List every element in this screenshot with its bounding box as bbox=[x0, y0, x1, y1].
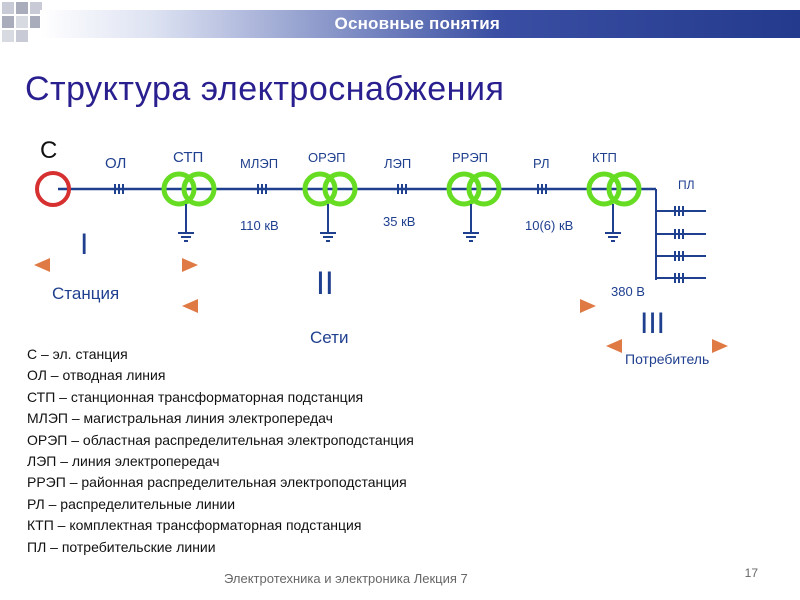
zone-station-number: I bbox=[80, 228, 88, 261]
power-supply-diagram: С ОЛ СТП МЛЭП ОРЭП ЛЭП РРЭП РЛ КТП ПЛ 11… bbox=[34, 137, 728, 367]
transformer-orep bbox=[302, 171, 358, 207]
ground-orep bbox=[320, 204, 336, 242]
label-rrep: РРЭП bbox=[452, 150, 488, 165]
arrow-station bbox=[34, 258, 198, 272]
label-ol: ОЛ bbox=[105, 155, 126, 172]
abbreviation-legend: С – эл. станция ОЛ – отводная линия СТП … bbox=[27, 344, 414, 558]
label-station: С bbox=[40, 137, 57, 164]
zone-consumer-number: III bbox=[640, 307, 665, 340]
label-stp: СТП bbox=[173, 149, 203, 166]
ground-stp bbox=[178, 204, 194, 242]
station-circle bbox=[35, 171, 71, 207]
zone-networks-label: Сети bbox=[310, 328, 348, 347]
page-number: 17 bbox=[744, 566, 758, 580]
label-rl: РЛ bbox=[533, 156, 549, 171]
footer-course-title: Электротехника и электроника Лекция 7 bbox=[224, 571, 468, 586]
label-orep: ОРЭП bbox=[308, 150, 345, 165]
label-ktp: КТП bbox=[592, 150, 617, 165]
legend-item: СТП – станционная трансформаторная подст… bbox=[27, 388, 364, 405]
header-bar bbox=[40, 10, 800, 38]
legend-item: ЛЭП – линия электропередач bbox=[27, 453, 220, 470]
ground-ktp bbox=[605, 204, 621, 242]
slide-title: Структура электроснабжения bbox=[25, 70, 505, 108]
arrow-networks bbox=[182, 299, 596, 313]
legend-item: РРЭП – районная распределительная электр… bbox=[27, 474, 407, 491]
transformer-ktp bbox=[586, 171, 642, 207]
legend-item: РЛ – распределительные линии bbox=[27, 495, 236, 512]
label-mlep: МЛЭП bbox=[240, 156, 278, 171]
zone-networks-number: II bbox=[316, 265, 334, 301]
legend-item: ОРЭП – областная распределительная элект… bbox=[27, 431, 414, 448]
voltage-35: 35 кВ bbox=[383, 214, 415, 229]
legend-item: КТП – комплектная трансформаторная подст… bbox=[27, 517, 362, 534]
legend-item: ОЛ – отводная линия bbox=[27, 367, 166, 384]
line-hash-marks bbox=[114, 184, 547, 194]
consumer-lines bbox=[655, 189, 706, 283]
legend-item: ПЛ – потребительские линии bbox=[27, 538, 216, 555]
ground-rrep bbox=[463, 204, 479, 242]
legend-item: С – эл. станция bbox=[27, 346, 128, 362]
voltage-380: 380 В bbox=[611, 284, 645, 299]
arrow-consumer bbox=[606, 339, 728, 353]
zone-consumer-label: Потребитель bbox=[625, 351, 709, 367]
legend-item: МЛЭП – магистральная линия электропереда… bbox=[27, 410, 333, 427]
label-pl: ПЛ bbox=[678, 178, 695, 192]
transformer-stp bbox=[161, 171, 217, 207]
header-title: Основные понятия bbox=[334, 14, 500, 33]
label-lep: ЛЭП bbox=[384, 156, 411, 171]
zone-station-label: Станция bbox=[52, 284, 119, 303]
voltage-110: 110 кВ bbox=[240, 218, 279, 233]
voltage-10: 10(6) кВ bbox=[525, 218, 573, 233]
transformer-rrep bbox=[446, 171, 502, 207]
